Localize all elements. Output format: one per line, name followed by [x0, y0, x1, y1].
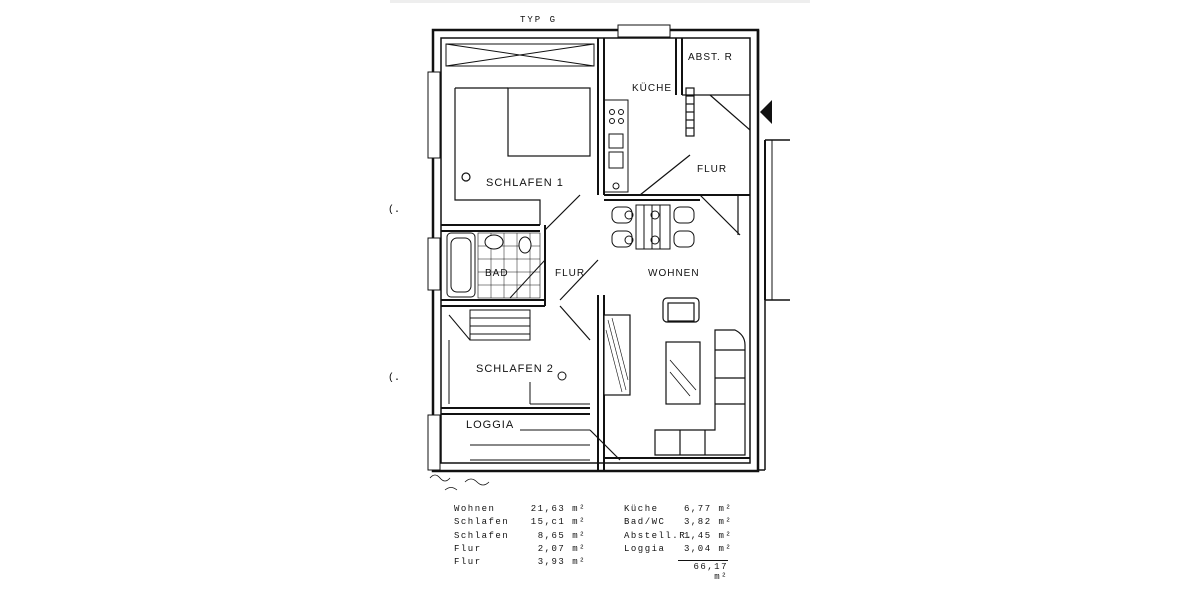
margin-mark: (. — [388, 204, 400, 216]
entrance-arrow-icon — [760, 100, 772, 124]
room-label-schlafen-2: SCHLAFEN 2 — [476, 363, 554, 375]
kitchen-counter — [603, 99, 629, 193]
flur-mid-doors — [544, 194, 599, 341]
windows — [427, 24, 671, 471]
outer-walls — [431, 28, 790, 473]
loggia-balcony — [429, 429, 621, 491]
room-label-flur-top: FLUR — [697, 164, 727, 175]
room-label-bad: BAD — [485, 268, 509, 279]
interior-walls — [441, 38, 750, 470]
room-label-abstr: ABST. R — [688, 52, 733, 63]
dining-table — [611, 204, 695, 250]
area-row: Abstell.R.1,45 m² — [624, 530, 733, 541]
margin-mark: (. — [388, 372, 400, 384]
flur-top-fixtures — [639, 87, 751, 236]
bathroom-fixtures — [446, 232, 546, 299]
bed-schlafen-2 — [448, 309, 590, 405]
living-furniture — [603, 195, 746, 456]
room-label-wohnen: WOHNEN — [648, 268, 700, 279]
type-label: TYP G — [520, 15, 557, 25]
bed-schlafen-1 — [454, 87, 591, 225]
room-label-kueche: KÜCHE — [632, 82, 672, 94]
room-label-schlafen-1: SCHLAFEN 1 — [486, 177, 564, 189]
room-label-flur-mid: FLUR — [555, 268, 585, 279]
scan-edge — [390, 0, 810, 3]
room-label-loggia: LOGGIA — [466, 419, 514, 431]
area-total: 66,17 m² — [678, 560, 728, 582]
